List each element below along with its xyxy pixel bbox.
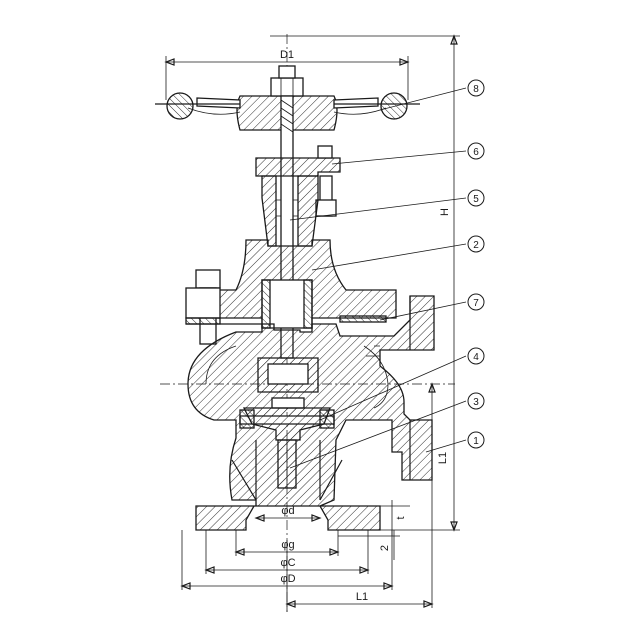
callout-5: 5: [467, 189, 485, 207]
dim-d1: D1: [280, 49, 294, 61]
callout-label: 3: [473, 397, 479, 408]
callout-label: 2: [473, 240, 479, 251]
callout-label: 8: [473, 84, 479, 95]
callout-label: 4: [473, 352, 479, 363]
dim-h: H: [439, 208, 451, 216]
dim-two: 2: [379, 545, 391, 551]
callout-8: 8: [467, 79, 485, 97]
callout-1: 1: [467, 431, 485, 449]
callout-4: 4: [467, 347, 485, 365]
dimension-labels: D1 H L1 L1 φd φg φC φD t 2: [280, 49, 451, 603]
disc-assembly: [239, 357, 335, 489]
dim-l1-vertical: L1: [437, 452, 449, 464]
dimension-lines: [164, 34, 460, 612]
callout-label: 1: [473, 436, 479, 447]
callout-label: 5: [473, 194, 479, 205]
dim-phi-d: φd: [281, 505, 294, 517]
callout-3: 3: [467, 392, 485, 410]
callout-7: 7: [467, 293, 485, 311]
dim-phi-g: φg: [281, 539, 294, 551]
callout-label: 6: [473, 147, 479, 158]
dim-l1-horizontal: L1: [356, 591, 368, 603]
leader-lines: [289, 87, 467, 469]
dim-phi-big-d: φD: [280, 573, 295, 585]
callout-6: 6: [467, 142, 485, 160]
dim-phi-c: φC: [280, 557, 295, 569]
dim-t: t: [395, 516, 407, 519]
bonnet: [185, 145, 397, 345]
callout-label: 7: [473, 298, 479, 309]
callout-2: 2: [467, 235, 485, 253]
